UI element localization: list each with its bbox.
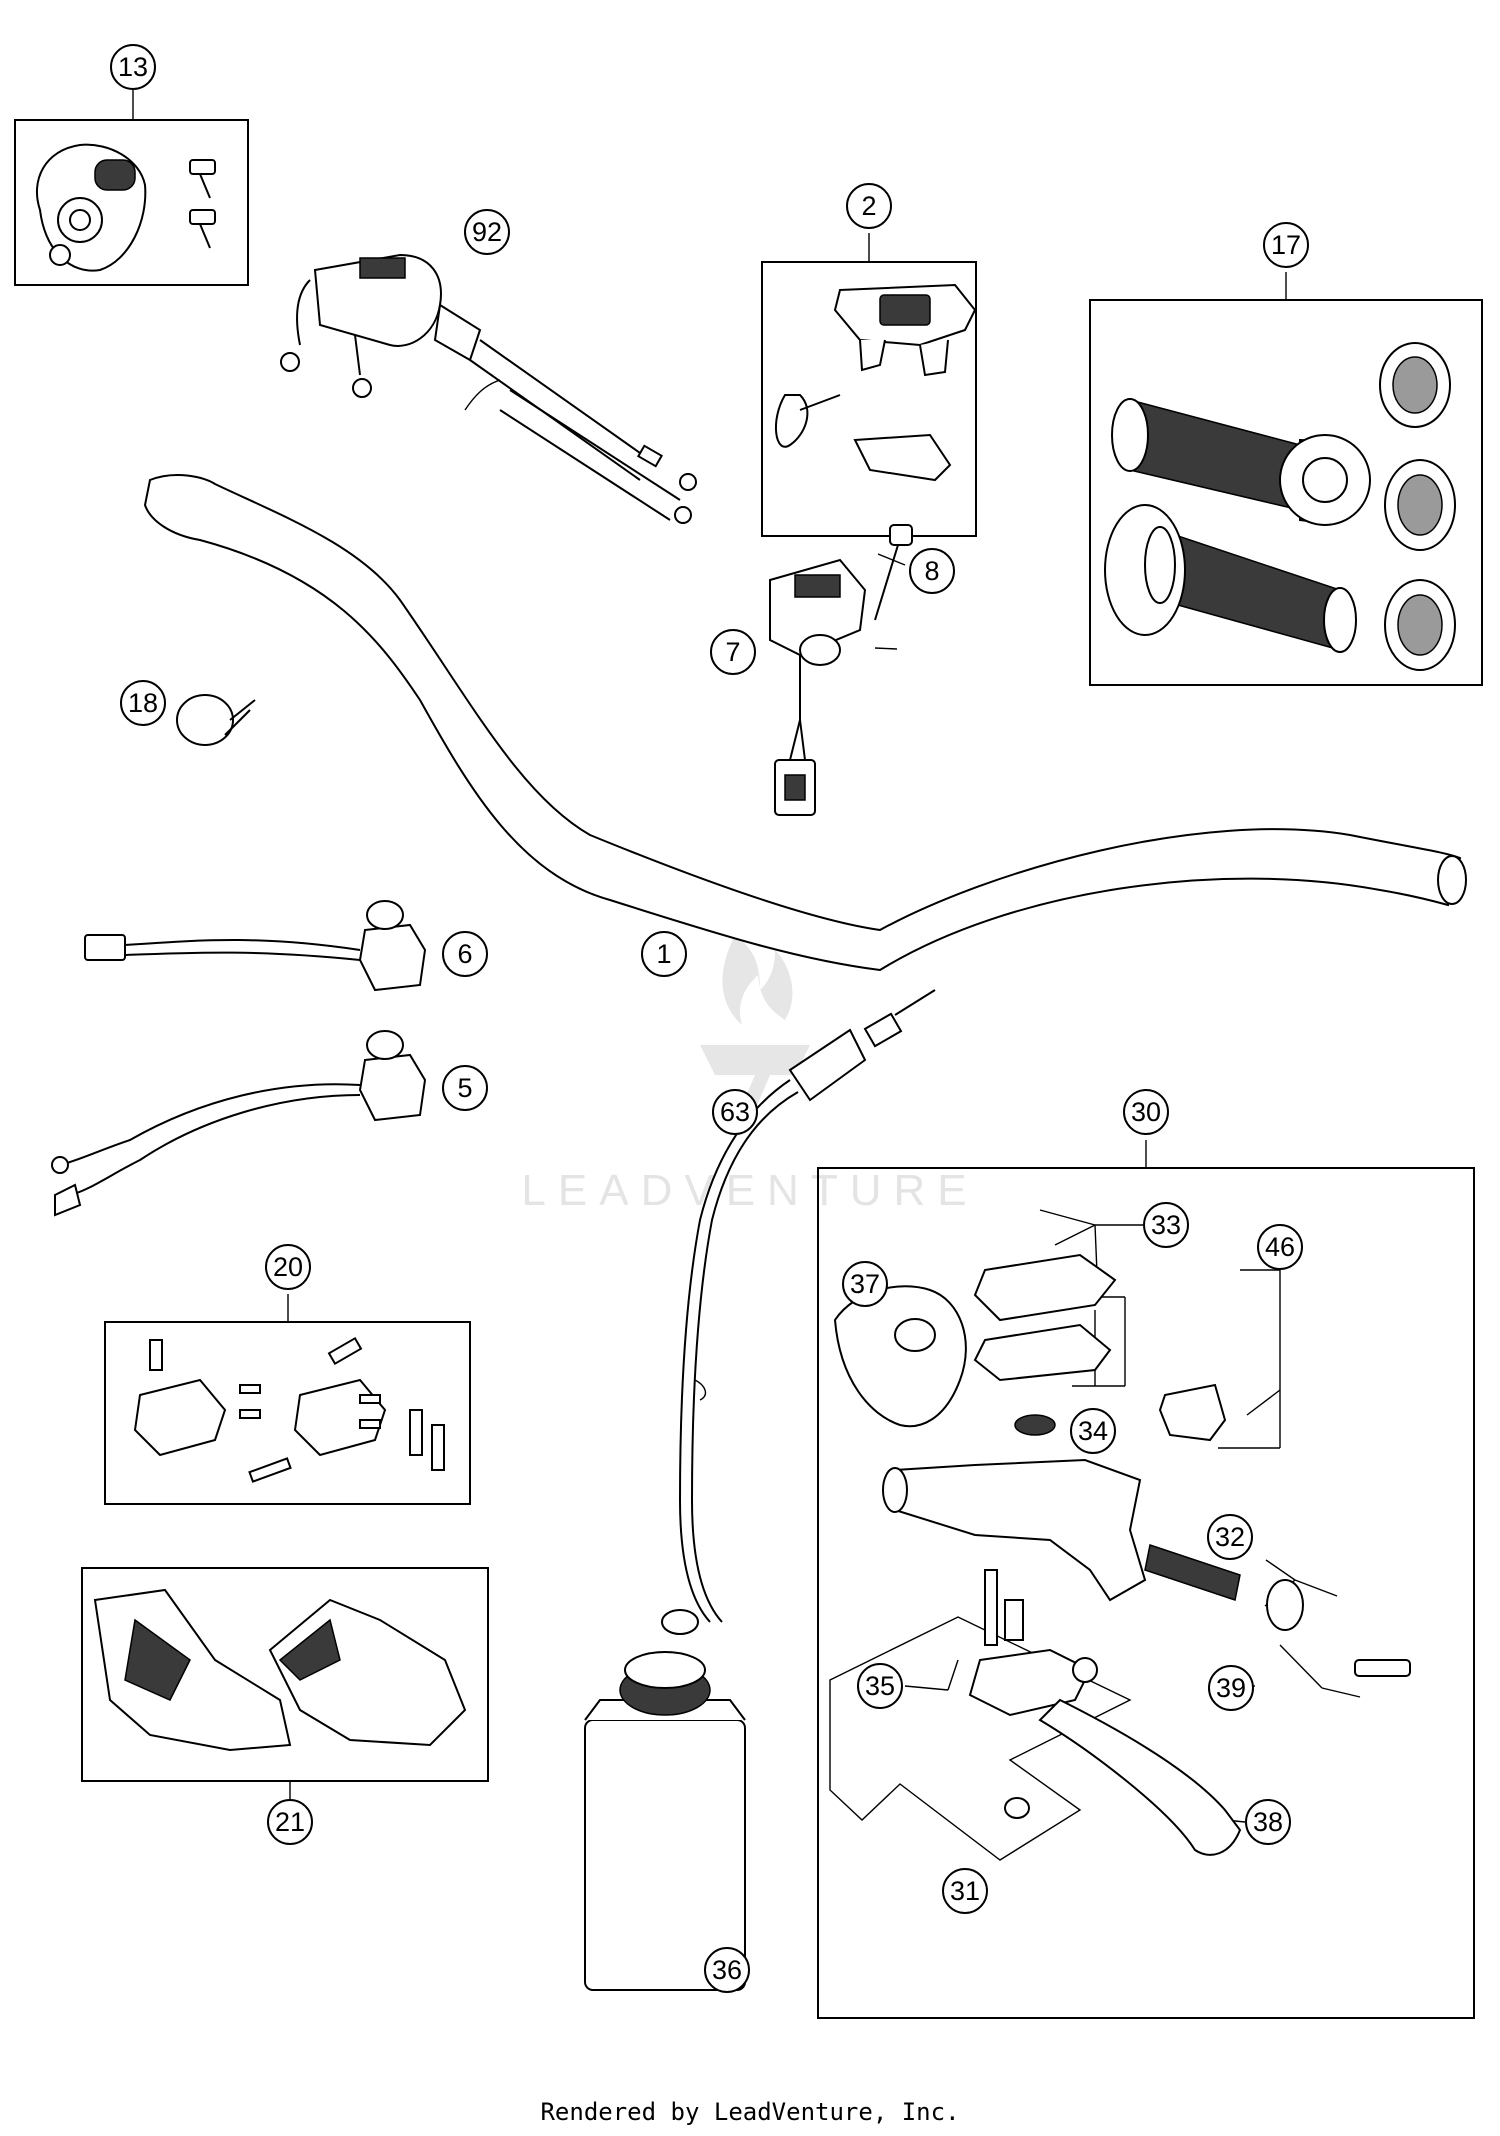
throttle-housing	[35, 143, 216, 272]
box-13	[14, 119, 249, 286]
handlebar-end-right	[1437, 855, 1467, 905]
callout-33: 33	[1143, 1202, 1189, 1248]
callout-30: 30	[1123, 1089, 1169, 1135]
cable-tie	[176, 694, 256, 746]
callout-5: 5	[442, 1065, 488, 1111]
handlebar	[143, 474, 1462, 972]
handguard-mount-kit	[133, 1336, 445, 1483]
svg-text:31: 31	[950, 1876, 980, 1906]
svg-text:36: 36	[712, 1955, 742, 1985]
callout-1: 1	[641, 931, 687, 977]
svg-text:13: 13	[118, 52, 148, 82]
callout-32: 32	[1207, 1514, 1253, 1560]
svg-text:1: 1	[656, 939, 671, 969]
svg-text:2: 2	[861, 191, 876, 221]
handlebar-grips	[1104, 342, 1456, 671]
handlebar-switch	[769, 524, 913, 816]
callout-20: 20	[265, 1244, 311, 1290]
callout-7: 7	[710, 629, 756, 675]
callout-31: 31	[942, 1868, 988, 1914]
box-21	[81, 1567, 489, 1782]
svg-text:6: 6	[457, 939, 472, 969]
svg-text:34: 34	[1078, 1416, 1108, 1446]
svg-text:63: 63	[720, 1097, 750, 1127]
svg-text:20: 20	[273, 1252, 303, 1282]
handguards	[93, 1588, 467, 1752]
callout-6: 6	[442, 931, 488, 977]
watermark: LEADVENTURE	[521, 935, 978, 1215]
callout-21: 21	[267, 1799, 313, 1845]
svg-text:46: 46	[1265, 1232, 1295, 1262]
svg-text:33: 33	[1151, 1210, 1181, 1240]
svg-text:32: 32	[1215, 1522, 1245, 1552]
callout-13: 13	[110, 44, 156, 90]
callout-34: 34	[1070, 1408, 1116, 1454]
callout-63: 63	[712, 1089, 758, 1135]
svg-text:92: 92	[472, 217, 502, 247]
callout-8: 8	[909, 548, 955, 594]
callout-39: 39	[1208, 1665, 1254, 1711]
svg-text:30: 30	[1131, 1097, 1161, 1127]
svg-text:18: 18	[128, 688, 158, 718]
callout-18: 18	[120, 680, 166, 726]
kill-switch	[84, 900, 427, 992]
watermark-text: LEADVENTURE	[521, 1166, 978, 1215]
callout-35: 35	[857, 1663, 903, 1709]
callout-36: 36	[704, 1947, 750, 1993]
throttle-grip-assembly	[280, 253, 697, 524]
svg-text:38: 38	[1253, 1807, 1283, 1837]
svg-text:21: 21	[275, 1807, 305, 1837]
switch-cover-kit	[774, 283, 977, 482]
svg-text:39: 39	[1216, 1673, 1246, 1703]
svg-text:7: 7	[725, 637, 740, 667]
start-switch	[51, 1030, 427, 1217]
callout-17: 17	[1263, 222, 1309, 268]
svg-text:37: 37	[850, 1269, 880, 1299]
callout-92: 92	[464, 209, 510, 255]
svg-text:8: 8	[924, 556, 939, 586]
svg-text:35: 35	[865, 1671, 895, 1701]
callout-46: 46	[1257, 1224, 1303, 1270]
brake-fluid-bottle	[584, 1651, 746, 1991]
callout-2: 2	[846, 183, 892, 229]
svg-text:17: 17	[1271, 230, 1301, 260]
callout-38: 38	[1245, 1799, 1291, 1845]
footer-credit: Rendered by LeadVenture, Inc.	[540, 2098, 959, 2126]
callout-37: 37	[842, 1261, 888, 1307]
svg-text:5: 5	[457, 1073, 472, 1103]
master-cylinder-assembly	[833, 1253, 1411, 1856]
